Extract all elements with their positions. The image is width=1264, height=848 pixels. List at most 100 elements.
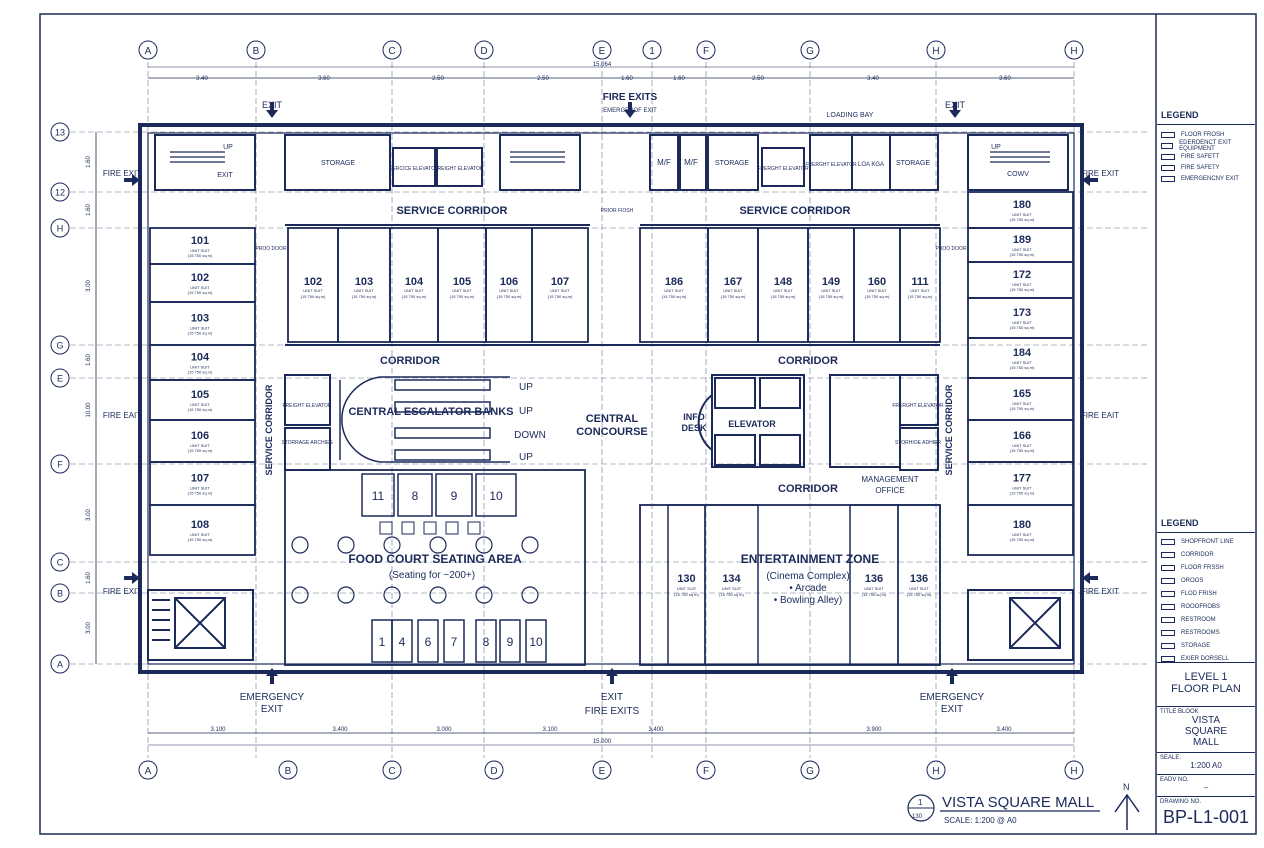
level-title: LEVEL 1 FLOOR PLAN <box>1171 671 1241 695</box>
fire-exit-label-left-1: FIRE EXIT <box>103 169 141 178</box>
ent-cinema-label: (Cinema Complex) <box>766 571 849 582</box>
legend-label: RESTROOM <box>1181 616 1216 623</box>
shop-number-left: 104 <box>405 276 424 288</box>
left-dim: 3.00 <box>86 509 92 521</box>
right-unit-number: 180 <box>1013 199 1031 211</box>
exit-arrow-icon <box>624 102 636 118</box>
shop-area-right: (15 750 sq m) <box>865 294 890 299</box>
kiosk-number-bottom: 7 <box>451 635 458 649</box>
info-desk-label-2: DESK <box>681 423 707 433</box>
grid-bubble-top <box>474 40 494 60</box>
grid-label-top: 1 <box>649 46 655 57</box>
dining-table <box>383 586 401 604</box>
legend-bottom-item: OROOS <box>1161 574 1255 587</box>
shop-area-right: (15 750 sq m) <box>819 294 844 299</box>
grid-bubble-bottom <box>138 760 158 780</box>
right-unit-number: 177 <box>1013 473 1031 485</box>
right-unit-sub: UNIT SUIT <box>1012 247 1032 252</box>
right-unit-sub: UNIT SUIT <box>1012 443 1032 448</box>
ent-unit-sub: UNIT SUIT <box>909 586 929 591</box>
left-unit-area: (15 750 sq m) <box>188 448 213 453</box>
shop-number-left: 107 <box>551 276 569 288</box>
legend-swatch <box>1161 642 1175 649</box>
plan-title: VISTA SQUARE MALL <box>942 794 1094 811</box>
grid-bubble-top <box>138 40 158 60</box>
kiosk-box-bottom <box>391 619 413 663</box>
grid-label-left: 13 <box>55 128 65 138</box>
shop-area-left: (15 750 sq m) <box>301 294 326 299</box>
right-unit-number: 184 <box>1013 347 1032 359</box>
exit-arrow-icon <box>946 668 958 684</box>
legend-bottom-item: STORAGE <box>1161 639 1255 652</box>
legend-swatch <box>1161 153 1175 160</box>
dining-table <box>429 536 447 554</box>
shop-area-right: (15 750 sq m) <box>662 294 687 299</box>
kiosk-box-bottom <box>475 619 497 663</box>
grid-label-bottom: B <box>285 766 292 777</box>
service-corridor-label-right: SERVICE CORRIDOR <box>739 205 850 217</box>
shop-number-left: 103 <box>355 276 373 288</box>
legend-label: EDERDENCT EXIT EQUIPMENT <box>1179 139 1232 152</box>
legend-swatch <box>1161 551 1175 558</box>
kiosk-box-top <box>397 473 433 517</box>
grid-label-top: H <box>1070 46 1077 57</box>
kiosk-number-bottom: 4 <box>399 635 406 649</box>
grid-bubble-left <box>50 182 70 202</box>
grid-bubble-left <box>50 122 70 142</box>
legend-top-rule <box>1157 124 1255 125</box>
grid-label-top: G <box>806 46 814 57</box>
legend-label: EXIER DORSELL <box>1181 655 1229 662</box>
grid-label-top: E <box>599 46 606 57</box>
left-unit-sub: UNIT SUIT <box>190 443 210 448</box>
grid-bubble-top <box>926 40 946 60</box>
right-unit-box <box>967 504 1074 556</box>
shop-area-left: (15 750 sq m) <box>352 294 377 299</box>
kiosk-number-top: 11 <box>372 489 385 503</box>
shop-sub-right: UNIT SUIT <box>821 288 841 293</box>
grid-bubble-bottom <box>696 760 716 780</box>
title-block-project: TITLE BLOOK VISTA SQUARE MALL <box>1157 706 1255 751</box>
ent-unit-box <box>849 504 899 666</box>
grid-bubble-bottom <box>1064 760 1084 780</box>
shop-number-left: 102 <box>304 276 322 288</box>
freight-elevator-label-left: FREIGHT ELEVATOR <box>434 166 483 172</box>
grid-label-left: F <box>57 460 63 470</box>
ent-unit-area: (15 750 sq m) <box>719 592 744 597</box>
right-unit-number: 173 <box>1013 307 1031 319</box>
ent-unit-area: (15 750 sq m) <box>674 592 699 597</box>
right-unit-sub: UNIT SUIT <box>1012 320 1032 325</box>
grid-label-top: F <box>703 46 709 57</box>
exit-arrow-icon <box>124 174 140 186</box>
top-dim: 2.50 <box>752 76 764 82</box>
right-unit-area: (15 750 sq m) <box>1010 537 1035 542</box>
service-corridor-label-left: SERVICE CORRIDOR <box>396 205 507 217</box>
kiosk-number-bottom: 9 <box>507 635 514 649</box>
drawing-number: BP-L1-001 <box>1162 807 1250 827</box>
management-office-label-2: OFFICE <box>875 486 904 495</box>
legend-swatch <box>1161 577 1175 584</box>
dining-table-square <box>401 521 415 535</box>
dining-table-square <box>423 521 437 535</box>
legend-bottom-item: RESTROOM <box>1161 613 1255 626</box>
kiosk-box-bottom <box>443 619 465 663</box>
grid-bubble-top <box>642 40 662 60</box>
legend-swatch <box>1161 629 1175 636</box>
fire-exit-label-right-2: FIRE EAIT <box>1081 411 1119 420</box>
detail-number: 1 <box>918 798 923 807</box>
shop-number-right: 167 <box>724 276 742 288</box>
dining-table <box>521 536 539 554</box>
entertainment-label: ENTERTAINMENT ZONE <box>741 552 879 566</box>
grid-bubble-top <box>696 40 716 60</box>
left-unit-number: 108 <box>191 519 209 531</box>
left-unit-area: (15 750 sq m) <box>188 370 213 375</box>
legend-swatch <box>1161 164 1175 171</box>
project-name: VISTA SQUARE MALL <box>1184 715 1228 748</box>
shop-sub-right: UNIT SUIT <box>664 288 684 293</box>
left-unit-area: (15 750 sq m) <box>188 331 213 336</box>
grid-bubble-bottom <box>592 760 612 780</box>
legend-bottom-item: RESTROOMS <box>1161 626 1255 639</box>
ent-unit-number: 134 <box>722 573 741 585</box>
bottom-dim: 3.000 <box>436 727 452 733</box>
